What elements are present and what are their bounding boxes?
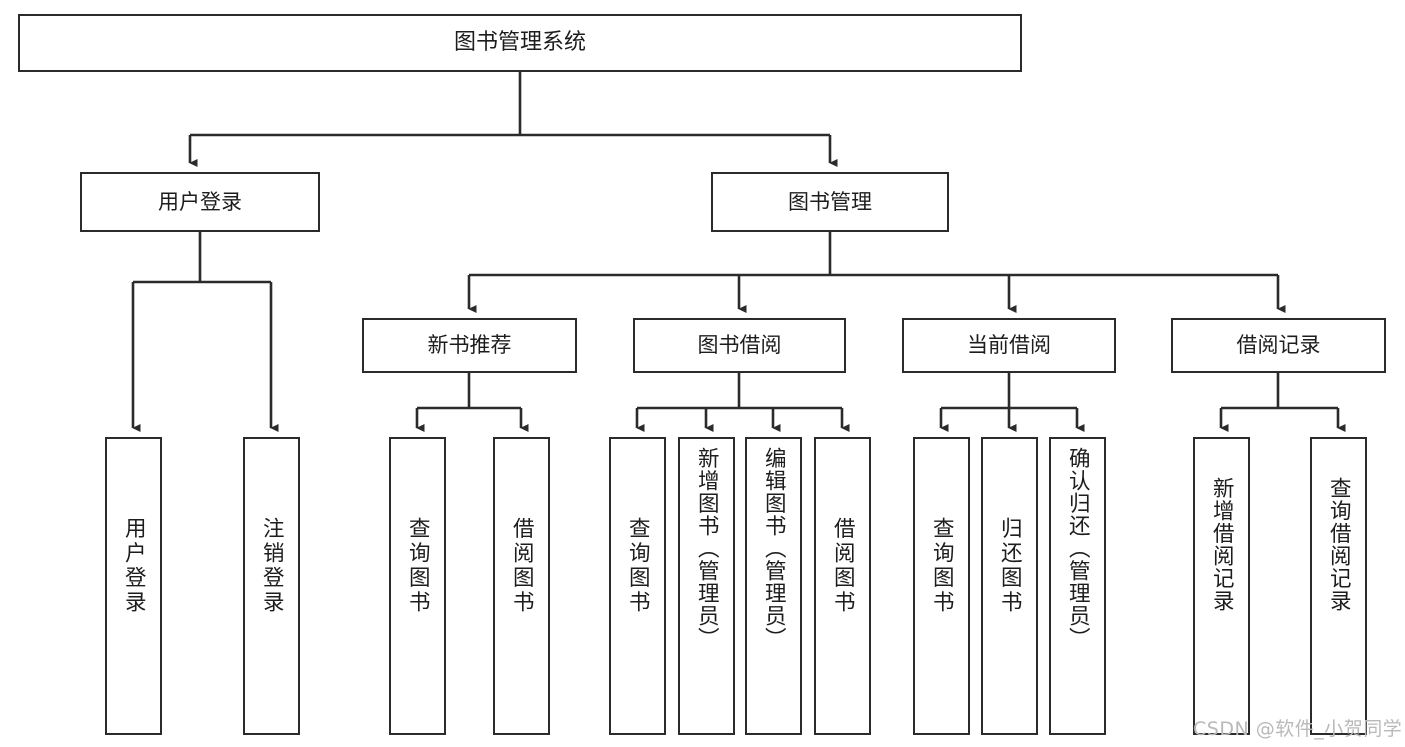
- node-leaf-confirm-return-label: 确认归还（管理员）: [1065, 447, 1091, 650]
- node-leaf-logout-label: 注销登录: [259, 517, 285, 615]
- node-leaf-add-record[interactable]: 新增借阅记录: [1193, 437, 1250, 735]
- node-leaf-return-book-label: 归还图书: [997, 517, 1023, 615]
- node-current-borrow[interactable]: 当前借阅: [902, 318, 1116, 373]
- node-leaf-query-book-3[interactable]: 查询图书: [913, 437, 970, 735]
- node-leaf-query-record-label: 查询借阅记录: [1326, 477, 1352, 612]
- node-user-login-label: 用户登录: [158, 189, 242, 214]
- node-leaf-user-login[interactable]: 用户登录: [105, 437, 162, 735]
- node-leaf-add-record-label: 新增借阅记录: [1209, 477, 1235, 612]
- node-leaf-borrow-book-1[interactable]: 借阅图书: [493, 437, 550, 735]
- node-new-book-recommend-label: 新书推荐: [427, 333, 512, 358]
- node-leaf-edit-book[interactable]: 编辑图书（管理员）: [745, 437, 802, 735]
- node-leaf-borrow-book-2-label: 借阅图书: [830, 517, 856, 615]
- node-leaf-user-login-label: 用户登录: [121, 517, 147, 615]
- node-leaf-query-book-1-label: 查询图书: [405, 517, 431, 615]
- node-new-book-recommend[interactable]: 新书推荐: [362, 318, 577, 373]
- node-root-label: 图书管理系统: [453, 30, 586, 56]
- node-leaf-return-book[interactable]: 归还图书: [981, 437, 1038, 735]
- node-leaf-confirm-return[interactable]: 确认归还（管理员）: [1049, 437, 1106, 735]
- node-leaf-query-book-3-label: 查询图书: [929, 517, 955, 615]
- node-current-borrow-label: 当前借阅: [967, 333, 1051, 358]
- node-user-login[interactable]: 用户登录: [80, 172, 320, 232]
- node-leaf-logout[interactable]: 注销登录: [243, 437, 300, 735]
- watermark-text: CSDN @软件_小贺同学: [1193, 718, 1403, 740]
- node-leaf-edit-book-label: 编辑图书（管理员）: [761, 447, 787, 650]
- node-leaf-query-book-1[interactable]: 查询图书: [389, 437, 446, 735]
- node-book-manage-label: 图书管理: [788, 189, 872, 214]
- node-leaf-add-book-label: 新增图书（管理员）: [694, 447, 720, 650]
- node-leaf-borrow-book-1-label: 借阅图书: [509, 517, 535, 615]
- node-leaf-query-book-2[interactable]: 查询图书: [609, 437, 666, 735]
- node-leaf-add-book[interactable]: 新增图书（管理员）: [678, 437, 735, 735]
- node-book-borrow-label: 图书借阅: [697, 333, 782, 358]
- node-book-borrow[interactable]: 图书借阅: [633, 318, 846, 373]
- node-root[interactable]: 图书管理系统: [18, 14, 1022, 72]
- node-leaf-borrow-book-2[interactable]: 借阅图书: [814, 437, 871, 735]
- node-leaf-query-book-2-label: 查询图书: [625, 517, 651, 615]
- node-borrow-record[interactable]: 借阅记录: [1171, 318, 1386, 373]
- node-leaf-query-record[interactable]: 查询借阅记录: [1310, 437, 1367, 735]
- node-book-manage[interactable]: 图书管理: [711, 172, 949, 232]
- node-borrow-record-label: 借阅记录: [1236, 333, 1321, 358]
